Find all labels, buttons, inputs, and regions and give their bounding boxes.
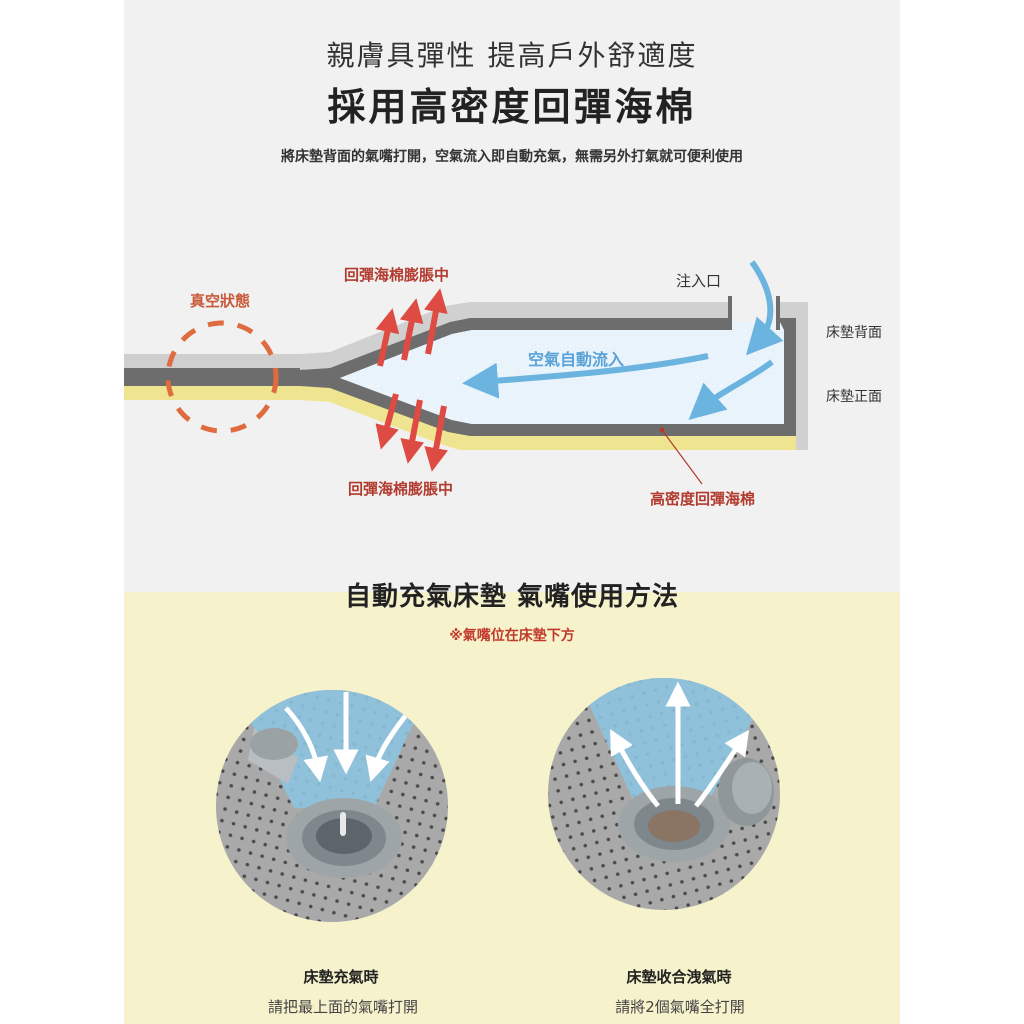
usage-item-1-title: 床墊充氣時 (303, 968, 379, 986)
inlet-label: 注入口 (676, 272, 722, 290)
mattress-shell (300, 318, 796, 436)
vacuum-label: 真空狀態 (190, 292, 251, 310)
front-label: 床墊正面 (826, 389, 882, 405)
air-flow-label: 空氣自動流入 (528, 350, 625, 369)
expand-bottom-label: 回彈海棉膨脹中 (348, 480, 454, 498)
usage-item-2-desc: 請將2個氣嘴全打開 (615, 998, 745, 1016)
mattress-flat-top-layer (124, 354, 304, 368)
valve-photo-deflate (548, 678, 780, 910)
usage-item-2-title: 床墊收合洩氣時 (626, 968, 732, 986)
usage-item-1-desc: 請把最上面的氣嘴打開 (267, 998, 419, 1016)
air-arrow-down (688, 359, 774, 420)
expand-top-label: 回彈海棉膨脹中 (344, 266, 450, 284)
usage-note: ※氣嘴位在床墊下方 (449, 628, 575, 644)
page-headline: 採用高密度回彈海棉 (327, 85, 697, 129)
expand-arrows-down (375, 393, 448, 472)
mattress-diagram (124, 260, 808, 485)
air-arrow-left (462, 353, 709, 399)
expand-arrows-up (375, 288, 448, 367)
mattress-back-right-layer (780, 302, 808, 450)
usage-title: 自動充氣床墊 氣嘴使用方法 (344, 582, 680, 612)
air-arrow-inlet (745, 260, 784, 356)
page-title: 親膚具彈性 提高戶外舒適度 (326, 39, 698, 72)
back-label: 床墊背面 (826, 325, 882, 341)
foam-label: 高密度回彈海棉 (650, 490, 756, 508)
vacuum-circle (165, 320, 279, 434)
page-description: 將床墊背面的氣嘴打開，空氣流入即自動充氣，無需另外打氣就可便利使用 (281, 149, 743, 165)
foam-pointer-line (661, 429, 703, 485)
valve-photo-inflate (216, 690, 448, 922)
inlet-valve (728, 296, 732, 330)
